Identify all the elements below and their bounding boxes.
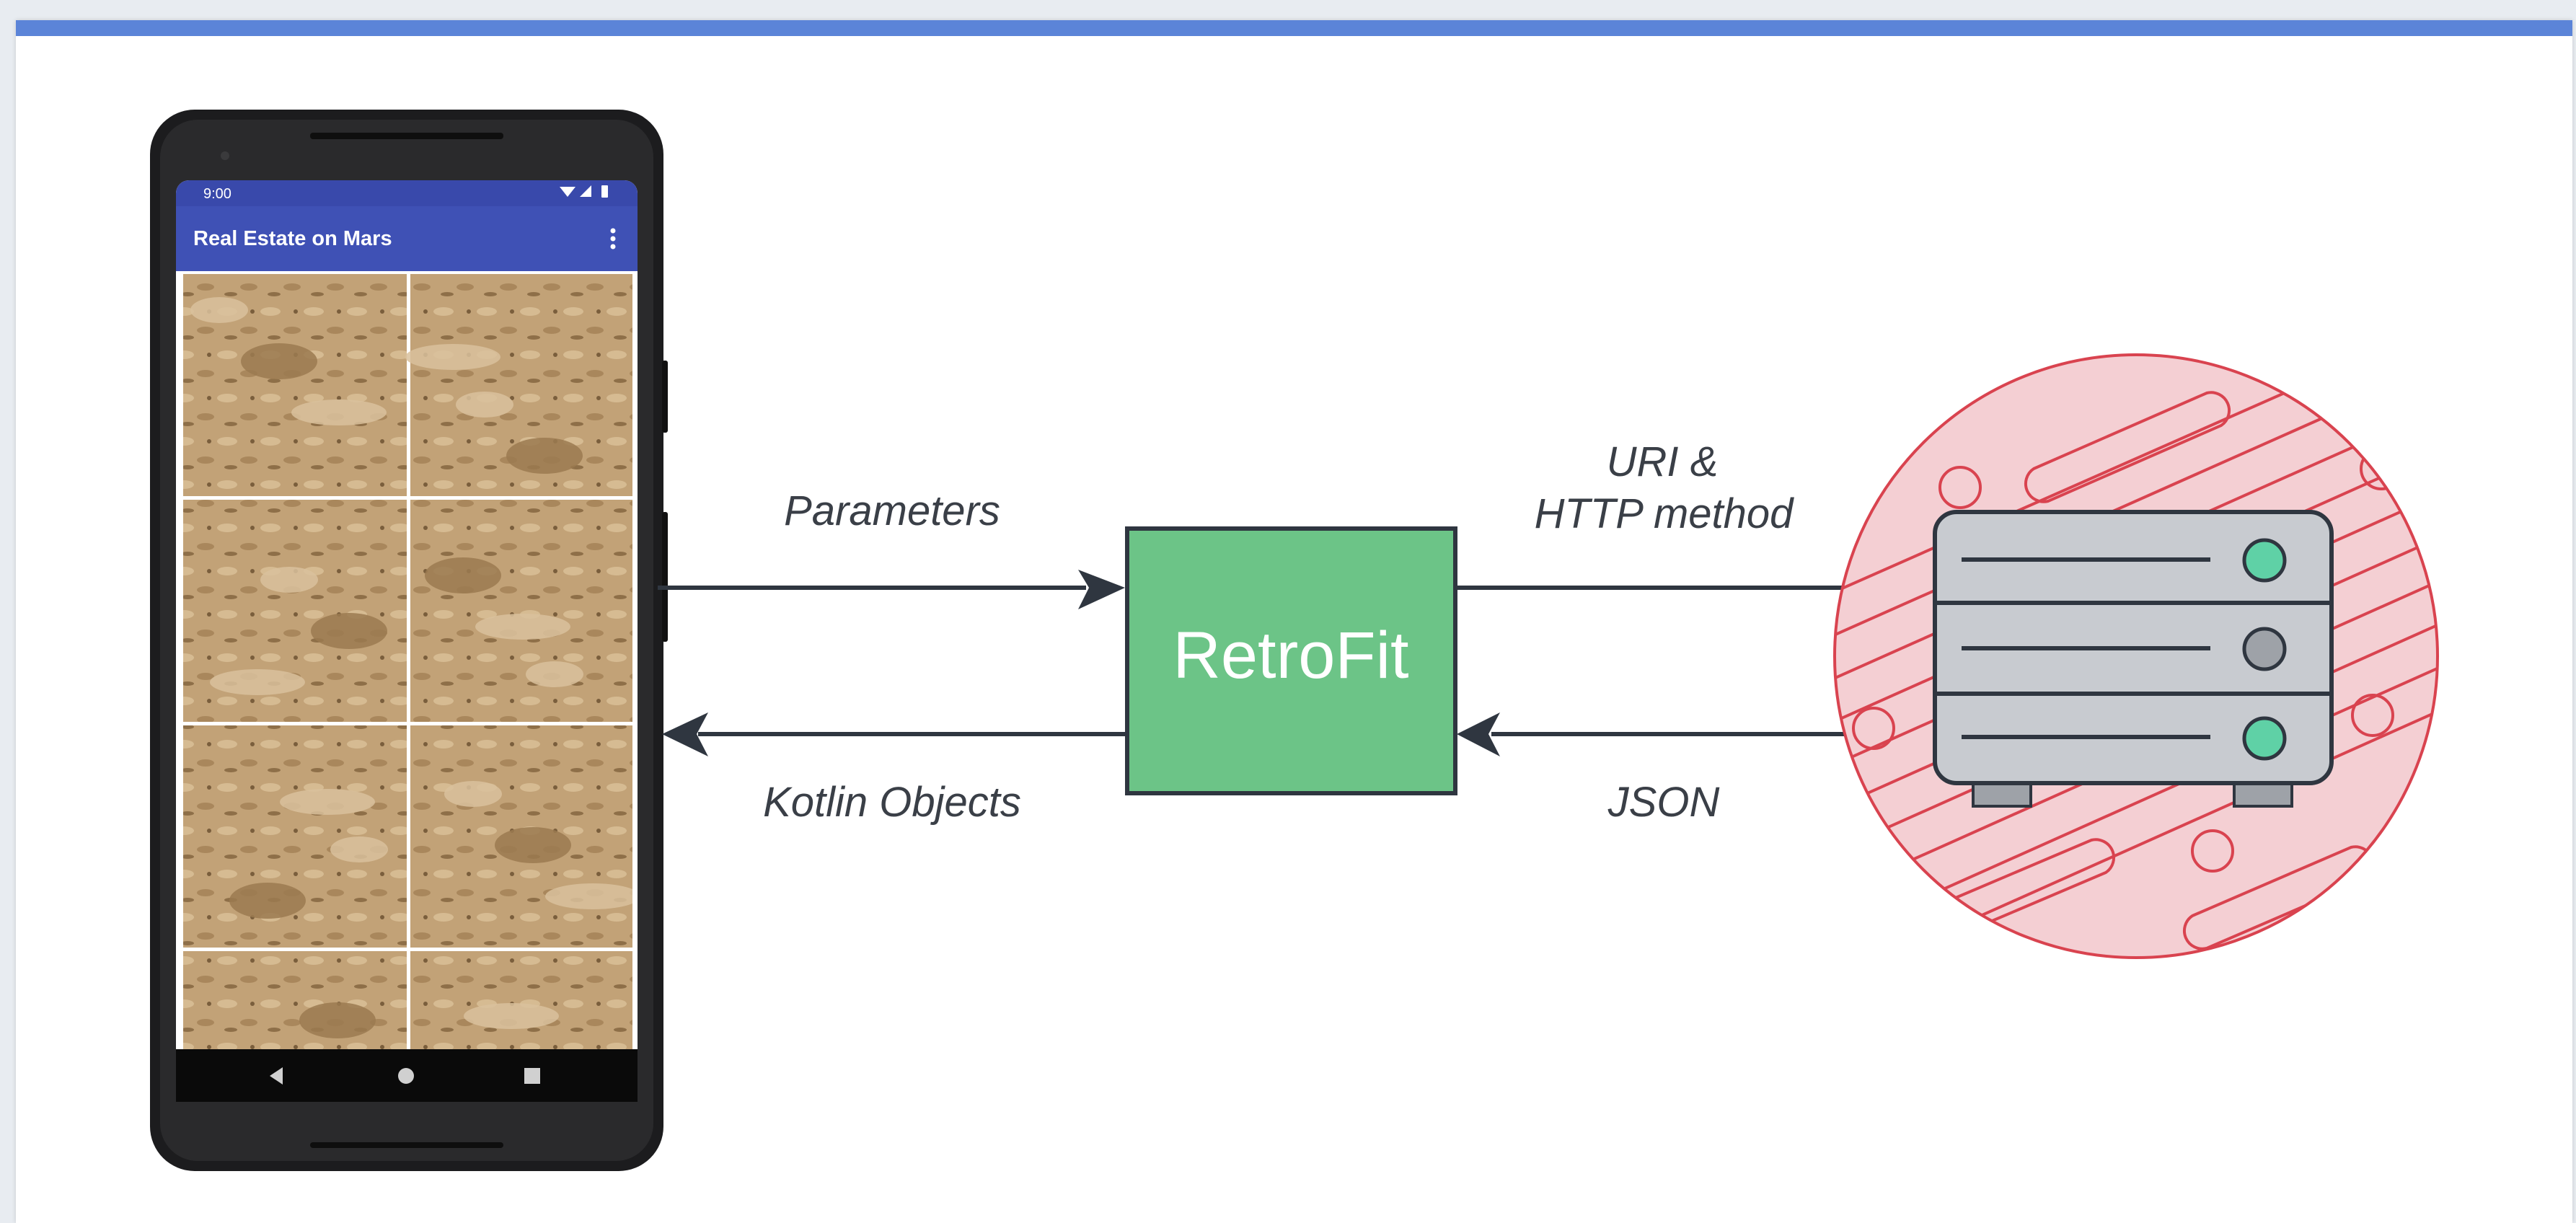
- mars-rock: [456, 392, 513, 418]
- mars-rock: [291, 399, 387, 425]
- mars-rock: [260, 567, 318, 593]
- mars-rock: [229, 883, 306, 919]
- recents-nav-icon[interactable]: [524, 1068, 540, 1084]
- server-foot-left: [1972, 782, 2032, 808]
- mars-rock: [425, 557, 501, 593]
- signal-icon: [580, 185, 591, 197]
- mars-rock: [299, 1002, 376, 1038]
- phone-side-button: [662, 361, 668, 433]
- mars-rock: [495, 827, 571, 863]
- phone-volume-button: [662, 512, 668, 642]
- app-title: Real Estate on Mars: [193, 227, 392, 250]
- mars-rock: [280, 789, 375, 815]
- label-uri-line2: HTTP method: [1535, 490, 1795, 537]
- phone-camera: [221, 151, 229, 160]
- mars-photo-tile[interactable]: [410, 951, 634, 1173]
- slide-accent-bar: [16, 20, 2572, 36]
- mars-rock: [475, 614, 570, 640]
- label-json: JSON: [1607, 779, 1720, 826]
- mars-rock: [464, 1003, 559, 1029]
- server-foot-right: [2233, 782, 2293, 808]
- label-parameters: Parameters: [784, 487, 1000, 534]
- mars-rock: [330, 836, 388, 862]
- status-bar: [176, 180, 638, 206]
- mars-rock: [444, 781, 502, 807]
- request-arrow-phone-to-retrofit: [658, 570, 1125, 609]
- mars-rock: [526, 661, 583, 687]
- mars-rock: [311, 613, 387, 649]
- battery-icon: [601, 185, 608, 198]
- mars-rock: [190, 297, 248, 323]
- mars-photo-tile[interactable]: [183, 725, 407, 948]
- mars-rock: [210, 669, 305, 695]
- wifi-icon: [560, 187, 575, 197]
- back-nav-icon[interactable]: [270, 1067, 283, 1085]
- home-nav-icon[interactable]: [398, 1068, 414, 1084]
- server-illustration: [1833, 353, 2439, 959]
- response-arrow-retrofit-to-phone: [662, 712, 1126, 756]
- retrofit-label: RetroFit: [1173, 619, 1408, 692]
- status-time: 9:00: [203, 186, 231, 202]
- mars-rock: [506, 438, 583, 474]
- mars-photo-tile[interactable]: [183, 951, 407, 1173]
- android-phone: 9:00 Real Estate on Mars: [150, 110, 668, 1173]
- label-kotlin-objects: Kotlin Objects: [763, 779, 1021, 826]
- phone-speaker: [310, 133, 503, 139]
- mars-rock: [545, 883, 632, 909]
- server-led-1: [2242, 538, 2287, 583]
- app-bar: [176, 206, 638, 271]
- mars-photo-tile[interactable]: [410, 500, 634, 722]
- mars-rock: [405, 344, 500, 370]
- server-led-3: [2242, 716, 2287, 761]
- retrofit-box: RetroFit: [1125, 526, 1457, 795]
- mars-photo-grid: [183, 274, 634, 1173]
- mars-rock: [241, 343, 317, 379]
- server-led-2: [2242, 627, 2287, 671]
- label-uri-line1: URI &: [1607, 438, 1719, 485]
- more-vert-icon[interactable]: [610, 228, 616, 250]
- phone-bottom-speaker: [310, 1142, 503, 1148]
